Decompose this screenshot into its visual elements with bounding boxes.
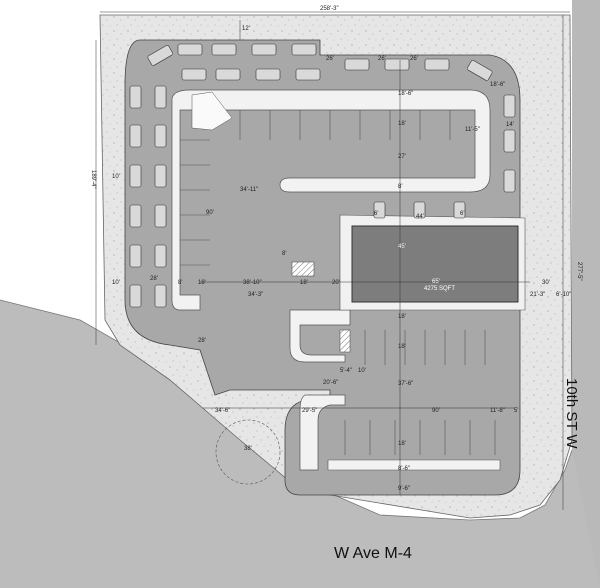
dim-8c: 8'	[178, 280, 182, 286]
dim-5: 5'	[514, 408, 518, 414]
building-width-label: 45'	[398, 244, 406, 250]
east-street-strip	[530, 0, 600, 588]
center-island	[289, 309, 351, 363]
dim-44: 44'	[416, 214, 424, 220]
dim-5-4: 5'-4"	[340, 368, 352, 374]
dim-28a: 28'	[150, 276, 158, 282]
dim-9-6: 9'-6"	[398, 486, 410, 492]
south-island	[299, 394, 346, 471]
dim-20-6: 20'-6"	[323, 380, 338, 386]
dim-37-6: 37'-6"	[398, 381, 413, 387]
dim-west-depth: 189'-4"	[90, 170, 96, 189]
dim-10a: 10'	[112, 174, 120, 180]
south-road-edge	[0, 299, 573, 521]
south-street-label: W Ave M-4	[334, 545, 412, 562]
hatched-pad-2	[339, 329, 351, 353]
dim-14a: 14'	[506, 122, 514, 128]
dim-11-5a: 11'-5"	[465, 127, 480, 133]
dim-28b: 28'	[198, 338, 206, 344]
dim-8b: 8'	[282, 251, 286, 257]
west-stall-lines	[180, 139, 210, 266]
dim-8-6: 8'-6"	[398, 466, 410, 472]
dim-8a: 8'	[398, 184, 402, 190]
south-edge-island	[327, 459, 501, 471]
dim-18b: 18'	[198, 280, 206, 286]
dim-21-3: 21'-3"	[530, 292, 545, 298]
dim-top-offset: 12'	[242, 26, 250, 32]
dim-18d: 18'	[398, 344, 406, 350]
dim-overall-width: 258'-3"	[320, 6, 339, 12]
dim-29-5: 29'-5"	[302, 408, 317, 414]
dim-90a: 90'	[206, 210, 214, 216]
dim-38-10: 38'-10"	[243, 280, 262, 286]
accessible-zone	[191, 91, 233, 131]
west-island	[171, 89, 491, 311]
dim-34-3: 34'-3"	[248, 292, 263, 298]
building-footprint	[351, 225, 519, 303]
parking-pavement	[124, 39, 521, 496]
dim-6b: 6'	[460, 211, 464, 217]
dim-38: 38'	[244, 446, 252, 452]
building-height-label: 65'	[432, 279, 440, 285]
dim-90b: 90'	[432, 408, 440, 414]
dim-18a: 18'	[398, 121, 406, 127]
parked-cars	[129, 43, 516, 308]
dim-20a: 20'	[332, 280, 340, 286]
dim-10c: 10'	[358, 368, 366, 374]
dim-34-6: 34'-6"	[215, 408, 230, 414]
dim-10b: 10'	[112, 280, 120, 286]
dimension-lines	[95, 11, 570, 510]
dim-18f: 18'	[398, 314, 406, 320]
dim-overall-depth: 277'-5"	[576, 262, 582, 281]
north-stall-lines	[239, 110, 451, 140]
building-area-label: 4275 SQFT	[424, 286, 455, 292]
dim-45: 45'	[398, 244, 406, 250]
dim-18c: 18'	[300, 280, 308, 286]
east-street-label: 10th ST W	[563, 378, 580, 449]
dim-6-10: 6'-10"	[556, 292, 571, 298]
dim-26c: 26'	[410, 56, 418, 62]
dim-34-11: 34'-11"	[240, 187, 258, 193]
dim-26b: 26'	[378, 56, 386, 62]
south-road	[0, 300, 600, 588]
dim-11-8: 11'-8"	[490, 408, 505, 414]
south-stall-lines	[344, 330, 496, 455]
dim-18-6c: 18'-6"	[490, 82, 505, 88]
dim-6a: 6'	[374, 211, 378, 217]
dim-27a: 27'	[398, 154, 406, 160]
turning-radius-circle	[215, 419, 281, 485]
dim-26a: 26'	[326, 56, 334, 62]
hatched-pad-1	[291, 261, 315, 277]
dim-18-6a: 18'-6"	[398, 91, 413, 97]
dim-30: 30'	[542, 280, 550, 286]
dim-18e: 18'	[398, 441, 406, 447]
